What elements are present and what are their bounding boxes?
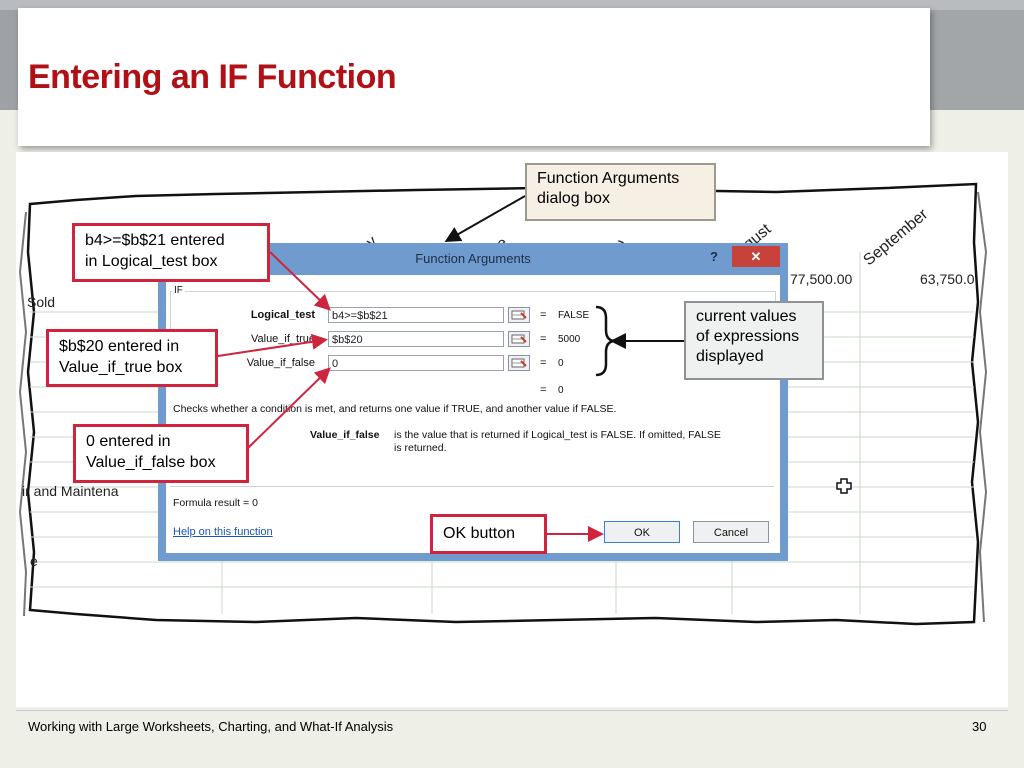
group-label: IF <box>172 285 185 296</box>
callout-line: of expressions <box>696 328 800 345</box>
value-if-true-label: Value_if_true <box>250 333 315 345</box>
param-description-line2: is returned. <box>394 442 447 454</box>
left-strip <box>0 10 18 110</box>
dialog-title: Function Arguments <box>415 251 531 266</box>
callout-logical-test: b4>=$b$21 entered in Logical_test box <box>72 223 270 282</box>
callout-line: in Logical_test box <box>85 253 218 270</box>
row-label-e: e <box>30 553 38 569</box>
help-icon[interactable]: ? <box>710 249 718 264</box>
param-description-line1: is the value that is returned if Logical… <box>394 429 721 441</box>
close-button[interactable]: ✕ <box>732 246 780 267</box>
callout-line: 0 entered in <box>86 433 171 450</box>
cell-cursor-icon <box>836 478 852 494</box>
logical-test-label: Logical_test <box>250 309 315 321</box>
formula-result: Formula result = 0 <box>173 497 258 509</box>
dialog-body: IF Logical_test b4>=$b$21 = FALSE Value_… <box>166 275 780 553</box>
logical-test-result: FALSE <box>558 310 590 321</box>
callout-line: $b$20 entered in <box>59 338 180 355</box>
value-if-true-result: 5000 <box>558 334 581 345</box>
title-panel <box>18 8 930 146</box>
row-label-sold: Sold <box>27 294 56 310</box>
param-name: Value_if_false <box>310 429 380 441</box>
logical-test-input[interactable]: b4>=$b$21 <box>328 307 504 323</box>
overall-result: 0 <box>558 385 564 396</box>
callout-value-if-true: $b$20 entered in Value_if_true box <box>46 329 218 387</box>
collapse-dialog-icon[interactable] <box>508 331 530 347</box>
equals-sign: = <box>540 309 547 321</box>
callout-line: Function Arguments <box>537 170 680 187</box>
callout-line: Value_if_false box <box>86 454 216 471</box>
callout-ok-button: OK button <box>430 514 547 554</box>
value-if-false-input[interactable]: 0 <box>328 355 504 371</box>
right-strip <box>929 10 1024 110</box>
top-bar <box>0 0 1024 10</box>
callout-line: displayed <box>696 348 764 365</box>
brace-icon <box>595 305 615 377</box>
slide-title: Entering an IF Function <box>28 58 397 96</box>
help-link[interactable]: Help on this function <box>173 526 273 538</box>
equals-sign: = <box>540 333 547 345</box>
row-label-repair: ir and Maintena <box>22 483 119 499</box>
divider <box>170 486 774 487</box>
cancel-button[interactable]: Cancel <box>693 521 769 543</box>
callout-line: Value_if_true box <box>59 359 183 376</box>
page-number: 30 <box>972 719 987 734</box>
footer-divider <box>16 710 1008 711</box>
value-if-true-input[interactable]: $b$20 <box>328 331 504 347</box>
callout-function-arguments: Function Arguments dialog box <box>525 163 716 221</box>
callout-line: OK button <box>443 525 516 542</box>
collapse-dialog-icon[interactable] <box>508 307 530 323</box>
callout-value-if-false: 0 entered in Value_if_false box <box>73 424 249 483</box>
cell-september-value: 63,750.0 <box>920 271 975 287</box>
callout-line: dialog box <box>537 190 610 207</box>
ok-button[interactable]: OK <box>604 521 680 543</box>
equals-sign: = <box>540 357 547 369</box>
callout-line: current values <box>696 308 797 325</box>
value-if-false-label: Value_if_false <box>246 357 315 369</box>
callout-current-values: current values of expressions displayed <box>684 301 824 380</box>
collapse-dialog-icon[interactable] <box>508 355 530 371</box>
value-if-false-result: 0 <box>558 358 564 369</box>
dialog-titlebar[interactable]: Function Arguments ? ✕ <box>158 243 788 275</box>
footer-text: Working with Large Worksheets, Charting,… <box>28 719 394 734</box>
function-arguments-dialog: Function Arguments ? ✕ IF Logical_test b… <box>158 243 788 561</box>
cell-august-value: 77,500.00 <box>790 271 853 287</box>
overall-equals: = <box>540 384 547 396</box>
callout-line: b4>=$b$21 entered <box>85 232 225 249</box>
